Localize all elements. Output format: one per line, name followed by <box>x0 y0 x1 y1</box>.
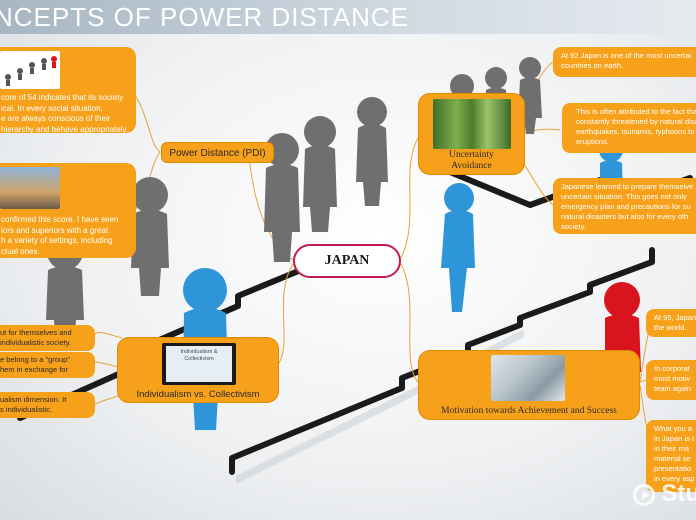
pdi-note-1-line: core of 54 indicates that its society <box>1 93 124 102</box>
bamboo-image <box>433 99 511 149</box>
uncertainty-note-line: emergency plan and precautions for su <box>561 202 691 211</box>
japan-node[interactable]: JAPAN <box>293 244 401 278</box>
individualism-note-3: ualism dimension. It s individualistic. <box>0 392 95 418</box>
uncertainty-note-line: This is often attributed to the fact tha <box>576 107 696 116</box>
watermark-text: Stu <box>661 480 696 507</box>
uncertainty-note-3: Japanese learned to prepare themselve un… <box>553 178 696 234</box>
individualism-note-line: individualistic society. <box>0 338 72 347</box>
figure-blue-center <box>441 183 475 312</box>
uncertainty-note-line: Japanese learned to prepare themselve <box>561 182 694 191</box>
motivation-note-line: in Japan is t <box>654 434 695 443</box>
pdi-note-2-line: h a variety of settings, including <box>1 236 113 245</box>
uncertainty-note-line: uncertain situation. This goes not only <box>561 192 687 201</box>
pdi-note-2-line: confirmed this score. I have seen <box>1 215 119 224</box>
page-title: NCEPTS OF POWER DISTANCE <box>0 2 409 32</box>
motivation-note-line: material se <box>654 454 691 463</box>
motivation-note-line: In corporat <box>654 364 690 373</box>
thumbnail-caption: Individualism & Collectivism <box>166 346 232 382</box>
motivation-note-line: the world. <box>654 323 687 332</box>
power-distance-node[interactable]: Power Distance (PDI) <box>161 142 274 163</box>
motivation-note-line: team again <box>654 384 692 393</box>
title-bar: NCEPTS OF POWER DISTANCE <box>0 0 696 34</box>
uncertainty-note-line: society. <box>561 222 586 231</box>
figure-gray-3 <box>356 97 388 206</box>
uncertainty-avoidance-node[interactable]: Uncertainty Avoidance <box>418 93 525 175</box>
motivation-note-line: in their ma <box>654 444 690 453</box>
pdi-note-1: core of 54 indicates that its society ic… <box>0 47 136 133</box>
uncertainty-note-line: natural disasters but also for every oth <box>561 212 689 221</box>
motivation-note-line: At 95, Japan <box>654 313 696 322</box>
people-graph-image <box>0 51 60 89</box>
pdi-note-1-line: hierarchy and behave appropriately. <box>1 124 129 134</box>
uncertainty-note-line: constantly threatened by natural disa <box>576 117 696 126</box>
motivation-note-line: presentatio <box>654 464 692 473</box>
figure-gray-7 <box>518 57 542 134</box>
motivation-note-1: At 95, Japan the world. <box>646 309 696 337</box>
pdi-note-2-line: ctual ones. <box>1 246 40 256</box>
play-circle-icon <box>632 483 655 506</box>
individualism-note-line: s individualistic. <box>0 405 53 414</box>
individualism-note-line: e belong to a "group" <box>0 355 70 364</box>
pdi-note-1-line: e are always conscious of their <box>1 114 111 123</box>
figure-gray-1 <box>264 133 300 262</box>
individualism-thumbnail: Individualism & Collectivism <box>162 343 236 385</box>
individualism-note-1: ut for themselves and individualistic so… <box>0 325 95 351</box>
pdi-note-2-line: iors and superiors with a great <box>1 225 109 235</box>
motivation-note-2: In corporat most motiv team again <box>646 360 696 400</box>
study-watermark: Stu <box>632 480 696 508</box>
motivation-label: Motivation towards Achievement and Succe… <box>441 406 617 416</box>
individualism-note-line: hem in exchange for <box>0 365 68 374</box>
uncertainty-note-1: At 92 Japan is one of the most uncertai … <box>553 47 696 77</box>
gray-figures <box>46 57 542 345</box>
individualism-note-2: e belong to a "group" hem in exchange fo… <box>0 352 95 378</box>
individualism-note-line: ut for themselves and <box>0 328 72 337</box>
uncertainty-label-line: Avoidance <box>451 161 492 171</box>
motivation-note-line: What you a <box>654 424 692 433</box>
uncertainty-note-line: At 92 Japan is one of the most uncertai <box>561 51 692 60</box>
uncertainty-note-line: countries on earth. <box>561 61 624 70</box>
motivation-note-line: in every asp <box>654 474 695 483</box>
motivation-node[interactable]: Motivation towards Achievement and Succe… <box>418 350 640 420</box>
uncertainty-note-line: earthquakes, tsunamis, typhoons to vo <box>576 127 696 136</box>
individualism-node[interactable]: Individualism & Collectivism Individuali… <box>117 337 279 403</box>
uncertainty-label-line: Uncertainty <box>449 150 494 160</box>
crowd-street-image <box>0 167 60 209</box>
pdi-note-1-line: ical. In every social situation, <box>1 103 103 113</box>
uncertainty-note-line: eruptions. <box>576 137 609 146</box>
hierarchy-icon <box>5 56 57 86</box>
uncertainty-note-2: This is often attributed to the fact tha… <box>562 103 696 153</box>
motivation-note-line: most motiv <box>654 374 691 383</box>
figure-gray-4 <box>131 177 169 296</box>
individualism-note-line: ualism dimension. It <box>0 395 67 404</box>
scientist-image <box>491 355 565 401</box>
individualism-label: Individualism vs. Collectivism <box>136 389 260 400</box>
figure-gray-2 <box>303 116 337 232</box>
pdi-note-2: confirmed this score. I have seen iors a… <box>0 163 136 258</box>
motivation-note-3: What you a in Japan is t in their ma mat… <box>646 420 696 492</box>
